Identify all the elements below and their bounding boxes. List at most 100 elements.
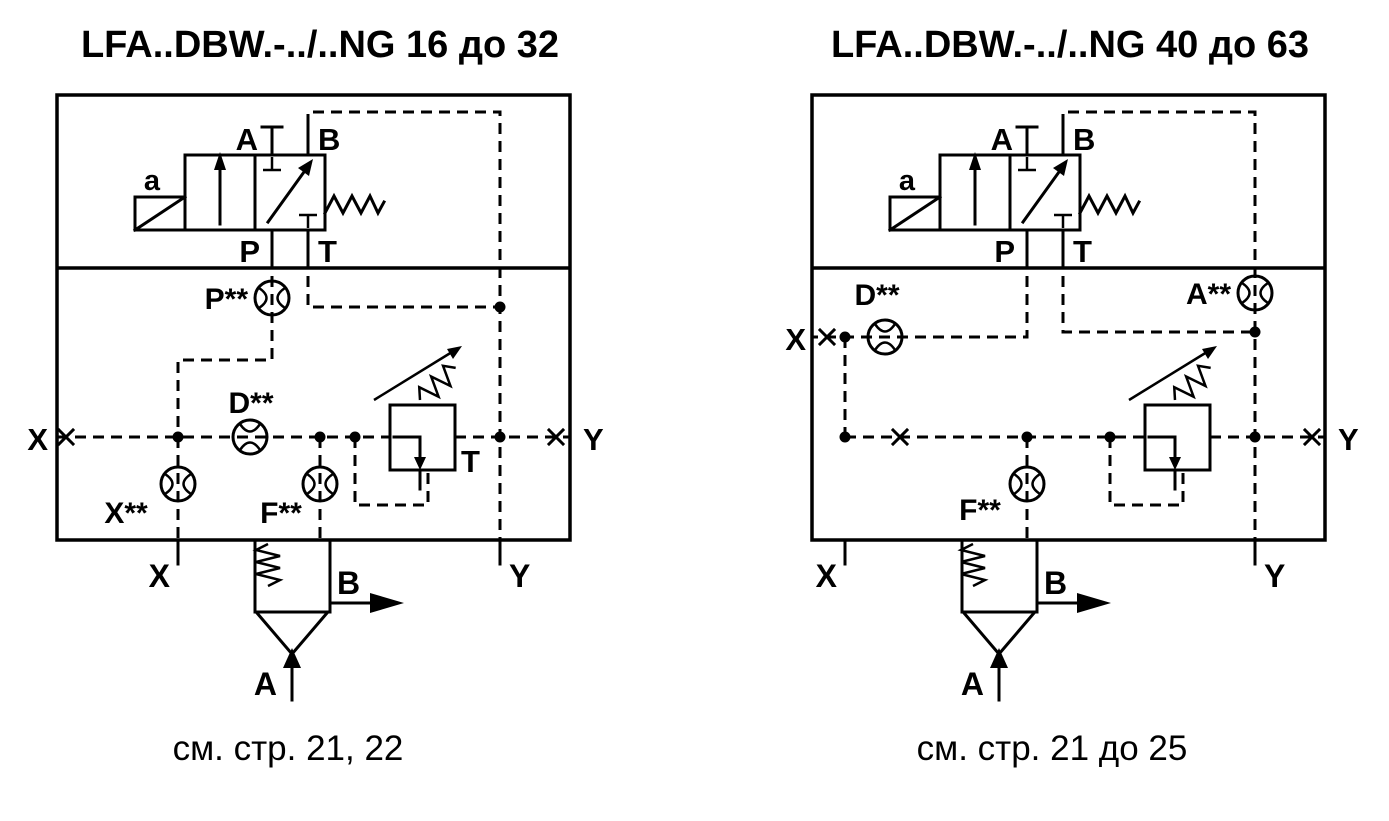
valve-arrow-diagonal [1020,169,1062,225]
orifice-symbol [301,465,339,503]
check-spring [252,542,284,588]
relief-spring-zigzag [1172,364,1211,401]
orifice-label-d: D** [854,279,899,312]
orifice-d: D** [228,387,274,456]
orifice-symbol [231,418,269,456]
orifice-symbol [253,279,291,317]
plug-x-mark [546,427,566,447]
valve-closed-port-bars [263,157,317,228]
relief-flow-arrow-head [1169,457,1181,470]
orifice-venturi [306,472,334,496]
external-ports: X Y X Y [27,422,604,594]
pilot-lines [57,110,570,540]
junction-dot [1021,431,1033,443]
junction-dot [494,301,506,313]
orifice-venturi [164,472,192,496]
orifice-symbol [159,465,197,503]
check-spring [957,542,989,588]
port-label-y-side: Y [1338,422,1359,457]
relief-flow-path [392,435,422,462]
solenoid-label: a [899,165,916,197]
valve-closed-port-bars [1018,157,1072,228]
valve-position-right-box [253,153,327,232]
caption: см. стр. 21, 22 [173,729,404,768]
orifice-f: F** [260,465,339,530]
port-label-y-bottom: Y [1264,558,1285,594]
junction-dot [494,431,506,443]
solenoid-diagonal [887,194,943,233]
solenoid-label: a [144,165,161,197]
left-diagram: LFA..DBW.-../..NG 16 до 32 a A B P T [27,24,604,768]
orifice-label-p: P** [205,283,249,316]
valve-spring [1077,192,1142,217]
valve-arrow-diagonal [265,169,307,225]
relief-valve: T [373,346,480,491]
port-label-x-side: X [785,322,806,357]
relief-flow-path [1147,435,1177,462]
valve-arrow-up-head [969,152,981,170]
port-label-t: T [1073,234,1092,269]
relief-adjust-arrow [1128,350,1208,402]
right-diagram: LFA..DBW.-../..NG 40 до 63 a A B P T [785,24,1359,768]
orifice-symbol [866,318,904,356]
relief-adjust-arrow-head [1202,346,1217,359]
junction-dot [839,431,851,443]
orifice-symbol [1008,465,1046,503]
orifice-p: P** [205,279,291,317]
plug-x-mark [1302,427,1322,447]
solenoid-diagonal [132,194,188,233]
port-label-x-bottom: X [149,558,171,594]
plug-x-mark [817,327,837,347]
junction-dot [1104,431,1116,443]
block-outline [810,93,1327,542]
check-cone [961,610,1037,657]
relief-body [388,403,457,472]
diagram-title: LFA..DBW.-../..NG 40 до 63 [831,24,1309,66]
check-valve: B A [957,538,1111,702]
port-label-a: A [236,122,258,157]
valve-port-stubs [1015,123,1065,260]
junction-dot [314,431,326,443]
orifice-venturi [238,423,262,451]
relief-flow-arrow-head [414,457,426,470]
orifice-symbol [1236,274,1274,312]
pilot-valve: a A B P T [887,122,1142,269]
port-a-arrow [990,648,1008,668]
orifice-a: A** [1186,274,1274,312]
relief-valve [1128,346,1217,491]
junction-dot [1249,326,1261,338]
relief-outlet-label: T [461,444,480,479]
port-label-p: P [239,234,260,269]
solenoid-box [888,195,942,232]
port-label-x-bottom: X [816,558,838,594]
orifice-x: X** [104,465,197,530]
port-label-p: P [994,234,1015,269]
relief-spring-zigzag [417,364,456,401]
junction-dot [839,331,851,343]
port-label-y-side: Y [583,422,604,457]
valve-position-right-box [1008,153,1082,232]
pilot-lines [812,110,1325,540]
valve-arrow-diagonal-head [1053,159,1068,176]
orifice-label-d: D** [228,387,273,420]
pilot-valve: a A B P T [132,122,387,269]
check-body [960,538,1039,614]
orifice-label-f: F** [959,494,1001,527]
orifice-venturi [258,286,286,310]
caption: см. стр. 21 до 25 [917,729,1188,768]
pilot-line-p-supply [812,258,1029,339]
pilot-line-b-to-y [1061,110,1257,540]
check-cone [254,610,330,657]
junction-dots [172,301,506,443]
pilot-line-b-to-y [306,110,502,540]
valve-arrow-diagonal-head [298,159,313,176]
plug-x-mark [56,427,76,447]
port-b-arrow [370,593,404,613]
relief-spring [1172,364,1211,401]
pilot-line-p-supply [176,258,274,437]
port-label-a: A [991,122,1013,157]
orifice-d: D** [854,279,904,356]
check-port-label-a: A [254,666,277,702]
